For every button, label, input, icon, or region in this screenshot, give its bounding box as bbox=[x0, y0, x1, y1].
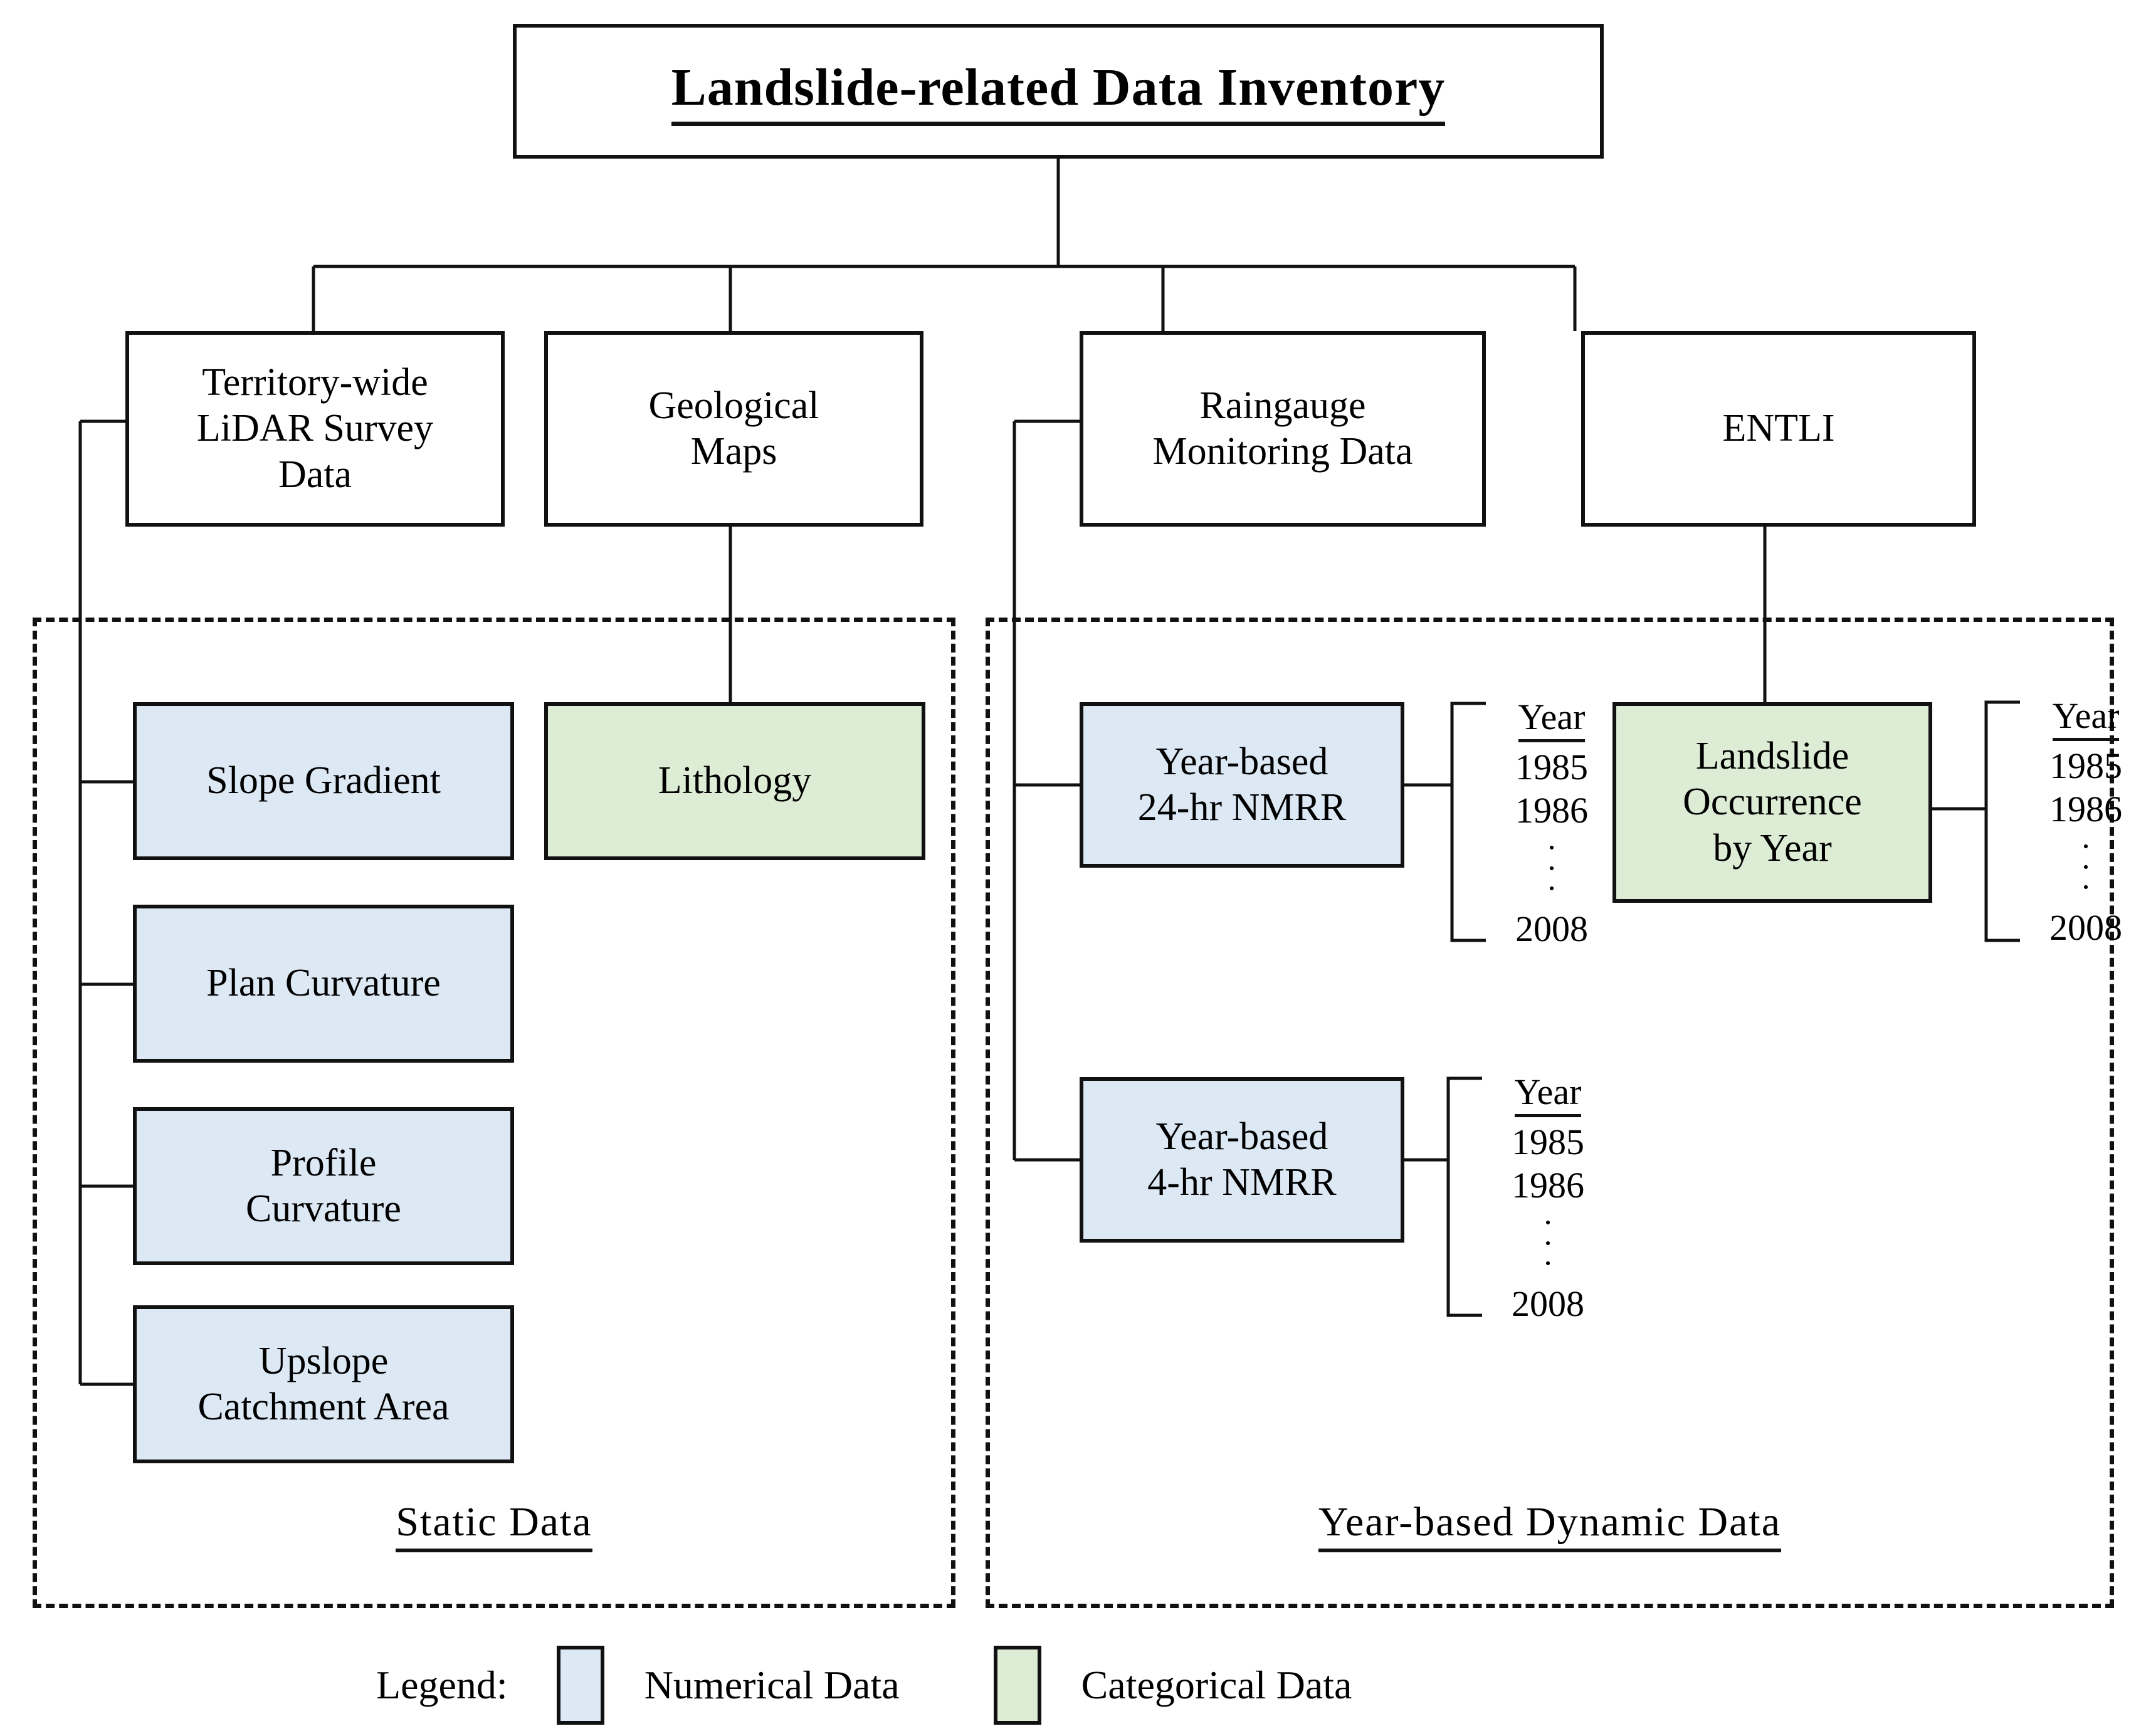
data-node-landslide-occurrence-label: Landslide Occurrence by Year bbox=[1683, 735, 1862, 870]
year-list-first: 1985 bbox=[1512, 1122, 1584, 1163]
year-list-landslide-occurrence: Year 1985 1986 · · · 2008 bbox=[2020, 695, 2141, 949]
year-list-first: 1985 bbox=[1515, 747, 1588, 788]
source-node-geological-maps-label: Geological Maps bbox=[648, 384, 819, 473]
data-node-upslope-catchment-area[interactable]: Upslope Catchment Area bbox=[133, 1305, 514, 1463]
data-node-4hr-nmrr[interactable]: Year-based 4-hr NMRR bbox=[1080, 1077, 1404, 1243]
year-list-first: 1985 bbox=[2049, 745, 2122, 787]
source-node-raingauge[interactable]: Raingauge Monitoring Data bbox=[1080, 331, 1486, 527]
year-list-header: Year bbox=[1518, 696, 1586, 743]
static-data-group-label: Static Data bbox=[33, 1498, 955, 1552]
source-node-geological-maps[interactable]: Geological Maps bbox=[544, 331, 923, 527]
static-data-group bbox=[33, 618, 955, 1608]
legend-text-categorical: Categorical Data bbox=[1081, 1663, 1352, 1707]
year-list-header: Year bbox=[2052, 695, 2120, 742]
year-list-ellipsis-icon: · · · bbox=[2080, 829, 2091, 905]
data-node-slope-gradient[interactable]: Slope Gradient bbox=[133, 702, 514, 860]
year-list-last: 2008 bbox=[2049, 907, 2122, 949]
data-node-slope-gradient-label: Slope Gradient bbox=[206, 759, 441, 802]
year-list-4hr-nmrr: Year 1985 1986 · · · 2008 bbox=[1482, 1071, 1614, 1325]
year-list-second: 1986 bbox=[1512, 1164, 1584, 1206]
year-list-second: 1986 bbox=[1515, 789, 1588, 831]
data-node-plan-curvature[interactable]: Plan Curvature bbox=[133, 905, 514, 1063]
year-list-last: 2008 bbox=[1512, 1283, 1584, 1325]
data-node-lithology[interactable]: Lithology bbox=[544, 702, 925, 860]
data-node-landslide-occurrence[interactable]: Landslide Occurrence by Year bbox=[1612, 702, 1932, 903]
legend: Legend: Numerical Data Categorical Data bbox=[376, 1646, 1446, 1725]
source-node-lidar-label: Territory-wide LiDAR Survey Data bbox=[196, 361, 434, 496]
source-node-raingauge-label: Raingauge Monitoring Data bbox=[1152, 384, 1413, 473]
year-list-header: Year bbox=[1514, 1071, 1582, 1118]
dynamic-data-group-label: Year-based Dynamic Data bbox=[986, 1498, 2114, 1552]
legend-swatch-categorical bbox=[993, 1646, 1041, 1725]
data-node-24hr-nmrr[interactable]: Year-based 24-hr NMRR bbox=[1080, 702, 1404, 868]
year-list-second: 1986 bbox=[2049, 788, 2122, 829]
data-node-profile-curvature[interactable]: Profile Curvature bbox=[133, 1107, 514, 1265]
dynamic-data-group bbox=[986, 618, 2114, 1608]
year-list-last: 2008 bbox=[1515, 908, 1588, 950]
data-node-24hr-nmrr-label: Year-based 24-hr NMRR bbox=[1137, 740, 1347, 829]
legend-label: Legend: bbox=[376, 1663, 508, 1707]
source-node-lidar[interactable]: Territory-wide LiDAR Survey Data bbox=[125, 331, 505, 527]
year-list-ellipsis-icon: · · · bbox=[1546, 830, 1557, 907]
year-list-ellipsis-icon: · · · bbox=[1542, 1205, 1554, 1281]
legend-text-numerical: Numerical Data bbox=[644, 1663, 900, 1707]
legend-swatch-numerical bbox=[556, 1646, 604, 1725]
data-node-lithology-label: Lithology bbox=[658, 759, 812, 802]
source-node-entli-label: ENTLI bbox=[1722, 407, 1835, 450]
year-list-24hr-nmrr: Year 1985 1986 · · · 2008 bbox=[1486, 696, 1618, 950]
data-node-upslope-catchment-area-label: Upslope Catchment Area bbox=[197, 1339, 450, 1428]
page-title: Landslide-related Data Inventory bbox=[513, 24, 1604, 159]
source-node-entli[interactable]: ENTLI bbox=[1581, 331, 1976, 527]
page-title-text: Landslide-related Data Inventory bbox=[671, 56, 1446, 126]
data-node-profile-curvature-label: Profile Curvature bbox=[246, 1141, 401, 1230]
data-node-4hr-nmrr-label: Year-based 4-hr NMRR bbox=[1147, 1115, 1337, 1204]
data-node-plan-curvature-label: Plan Curvature bbox=[206, 962, 441, 1005]
